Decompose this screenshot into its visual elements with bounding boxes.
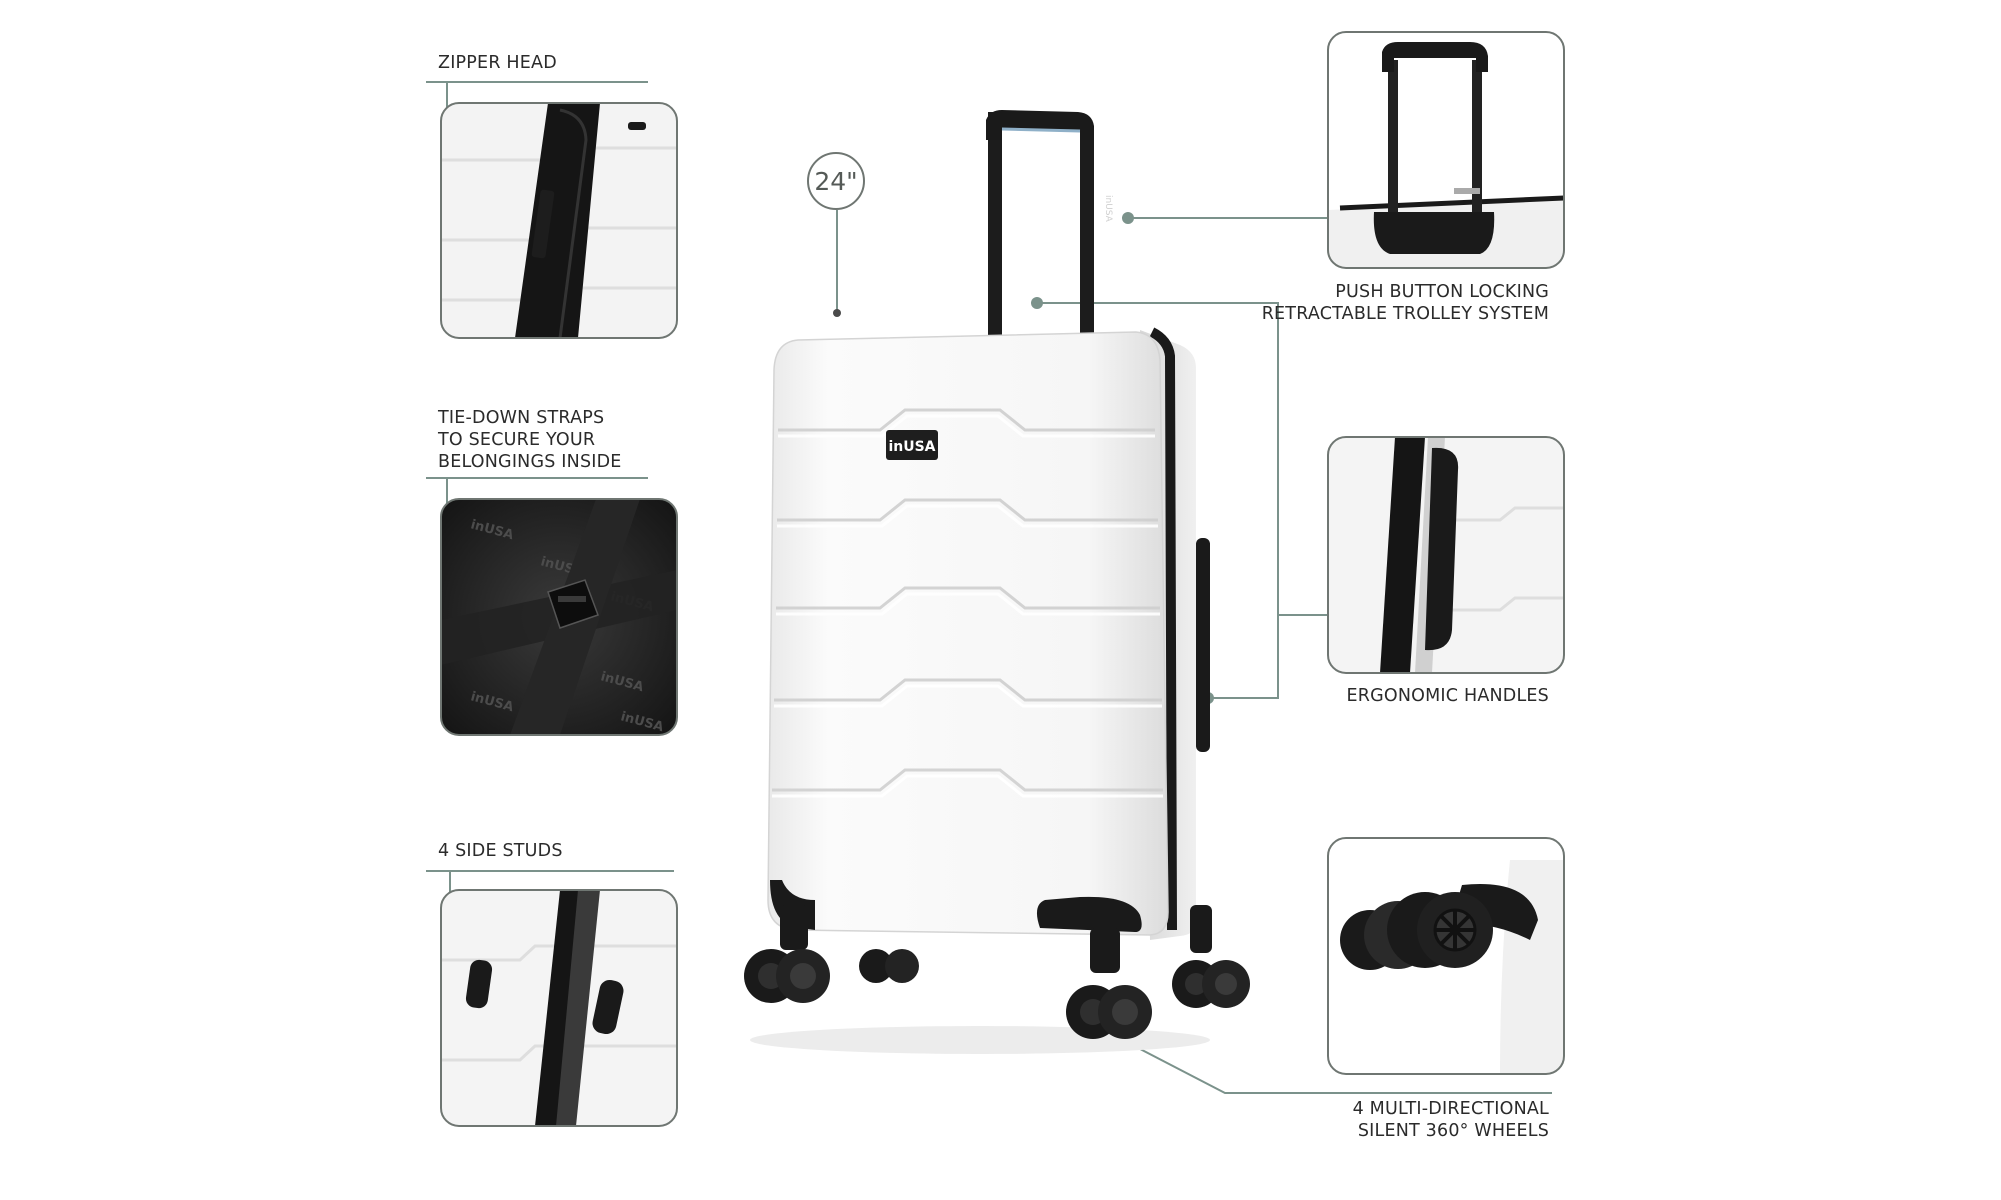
- ergonomic-handles-label: ERGONOMIC HANDLES: [1346, 686, 1549, 706]
- main-suitcase: inUSA inUSA: [744, 110, 1250, 1054]
- brand-plate: [886, 430, 938, 460]
- zipper-detail-image: [441, 103, 677, 338]
- handles-leader-a: [1037, 302, 1279, 699]
- zipper-head-label: ZIPPER HEAD: [438, 53, 557, 73]
- studs-detail-image: [441, 890, 677, 1126]
- wheels-detail-image: [1328, 838, 1564, 1074]
- side-studs-label: 4 SIDE STUDS: [438, 841, 563, 861]
- wheels: [744, 928, 1250, 1039]
- handles-detail-image: [1328, 437, 1564, 673]
- size-badge: 24": [807, 152, 865, 210]
- tiedown-detail-image: inUSA inUSA inUSA inUSA inUSA inUSA: [441, 499, 677, 735]
- brand-plate-text: inUSA: [888, 439, 935, 455]
- trolley-detail-image: [1328, 32, 1564, 268]
- wheels-label: 4 MULTI-DIRECTIONAL SILENT 360° WHEELS: [1352, 1099, 1549, 1141]
- trolley-system-label: PUSH BUTTON LOCKING RETRACTABLE TROLLEY …: [1261, 282, 1549, 324]
- size-badge-text: 24": [814, 166, 858, 196]
- handle-logo: inUSA: [1103, 195, 1113, 223]
- tiedown-straps-label: TIE-DOWN STRAPS TO SECURE YOUR BELONGING…: [438, 408, 622, 472]
